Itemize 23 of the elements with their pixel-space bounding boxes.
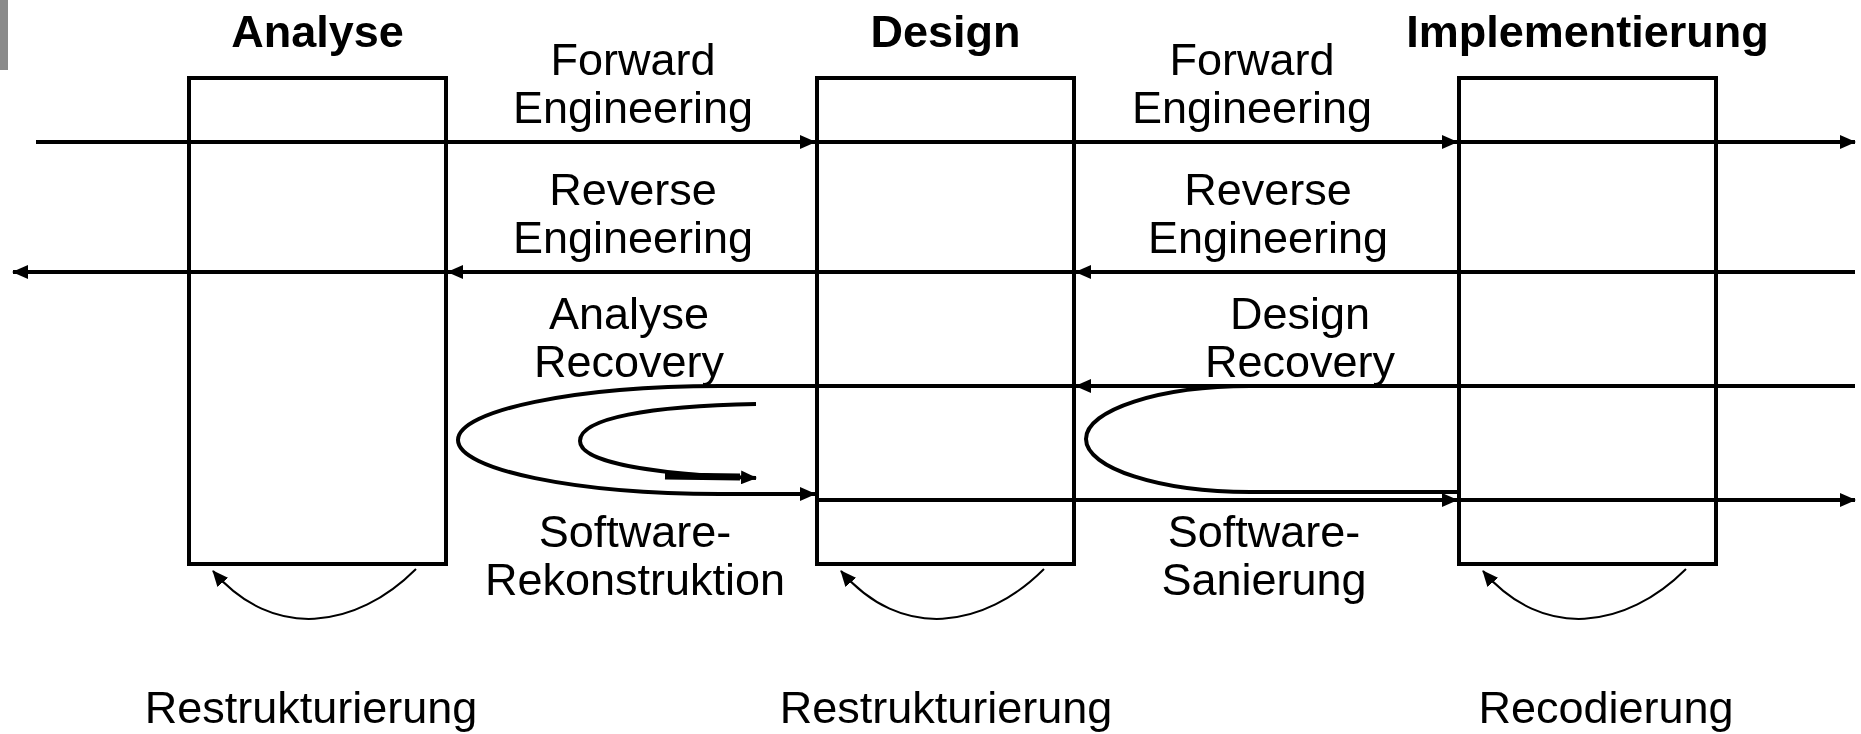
arrow [1075,379,1855,393]
arrow [212,568,417,620]
arrow [447,265,1076,279]
arrow [840,568,1045,620]
process-label: Software-Rekonstruktion [483,508,787,604]
arrow [12,265,448,279]
edge-label: Restrukturierung [143,684,479,732]
arrow [456,384,1076,501]
arrow [36,135,816,149]
edge-label: Analyse Recovery [532,290,726,386]
edge-label: Software-Sanierung [1160,508,1368,604]
edge-label: Forward Engineering [511,36,755,132]
arrow [1482,568,1687,620]
edge-label: Restrukturierung [778,684,1114,732]
phase-heading: Design [870,6,1021,58]
edge-label: Forward Engineering [1130,36,1374,132]
edge-label: Reverse Engineering [1146,166,1390,262]
phase-heading: Analyse [231,6,404,58]
edge-label: Design Recovery [1203,290,1397,386]
phase-heading: Implementierung [1406,6,1769,58]
edge-label: Reverse Engineering [511,166,755,262]
edge-label: Recodierung [1477,684,1735,732]
arrow [1075,265,1855,279]
